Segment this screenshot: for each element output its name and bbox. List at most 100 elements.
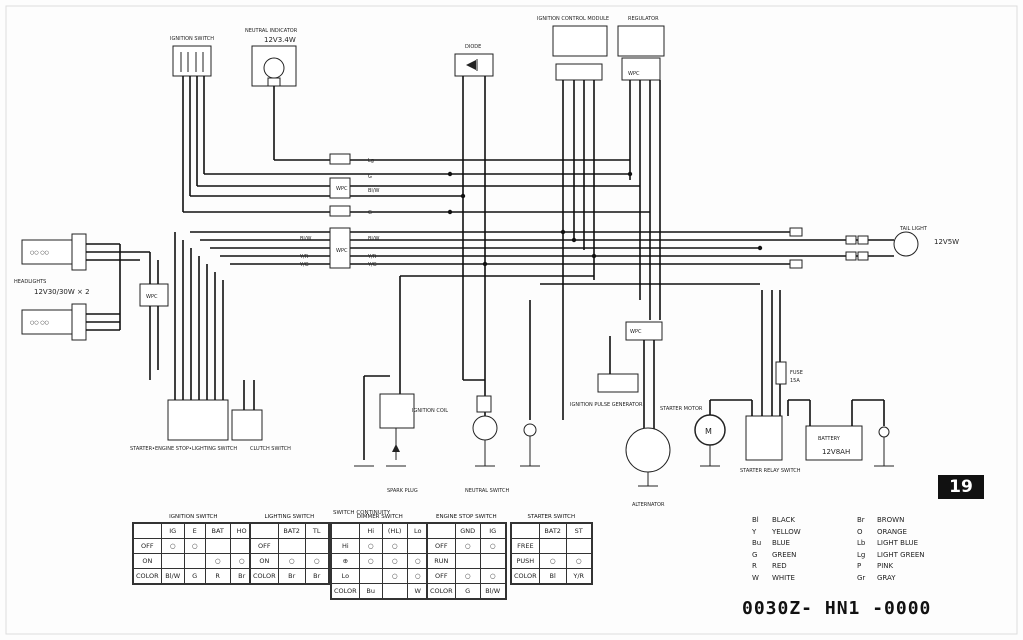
row-label: COLOR — [427, 583, 456, 599]
ignition-switch: IGNITION SWITCH — [170, 36, 214, 77]
legend-color: GRAY — [877, 573, 896, 582]
tail-light-rating: 12V5W — [934, 238, 959, 246]
col-header: GND — [454, 523, 481, 539]
legend-code: G — [752, 550, 758, 559]
switch-continuity-title: SWITCH CONTINUITY — [333, 510, 391, 516]
neutral-indicator: NEUTRAL INDICATOR 12V3.4W — [245, 28, 298, 87]
row-label: OFF — [250, 538, 279, 554]
connectors: WPC WPC Lg G Bl/W G Bl/W Y/R Y/G Bl/W Y/… — [299, 153, 380, 269]
legend-code: R — [752, 562, 757, 570]
tail-light: TAIL LIGHT 12V5W — [789, 226, 959, 269]
regulator-wpc: WPC — [628, 71, 640, 77]
neutral-indicator-label: NEUTRAL INDICATOR — [245, 28, 298, 34]
wpc-label-4: WPC — [630, 329, 642, 335]
svg-text:○○ ○○: ○○ ○○ — [30, 250, 49, 256]
col-header: BAT2 — [538, 523, 567, 539]
legend-code: Lb — [857, 539, 866, 547]
legend-color: RED — [772, 562, 787, 570]
tail-light-label: TAIL LIGHT — [899, 226, 928, 232]
wire-label-blw2: Bl/W — [368, 236, 380, 242]
table-title: STARTER SWITCH — [527, 514, 576, 520]
ignition-coil-label: IGNITION COIL — [412, 408, 448, 414]
cell: Y/R — [565, 568, 592, 584]
headlights-rating: 12V30/30W × 2 — [34, 288, 90, 296]
page-number-badge: 19 — [938, 475, 984, 499]
wire-label-yr: Y/R — [367, 254, 377, 260]
wpc-label-2: WPC — [336, 248, 348, 254]
wire-label-yr2: Y/R — [299, 254, 309, 260]
row-label: COLOR — [133, 568, 162, 584]
col-header: IG — [160, 523, 185, 539]
cell: G — [454, 583, 481, 599]
regulator-label: REGULATOR — [628, 16, 659, 22]
table-title: DIMMER SWITCH — [356, 514, 403, 520]
fuse-rating: 15A — [790, 378, 800, 384]
legend-color: WHITE — [772, 573, 795, 582]
wire-label-g: G — [368, 174, 372, 180]
legend-color: BLACK — [772, 516, 796, 524]
cell: Bl/W — [479, 583, 506, 599]
cell: R — [204, 568, 231, 584]
legend-color: LIGHT BLUE — [877, 539, 919, 547]
ignition-switch-label: IGNITION SWITCH — [170, 36, 214, 42]
col-header: BAT — [204, 523, 231, 539]
table-title: ENGINE STOP SWITCH — [436, 514, 497, 520]
legend-code: Bu — [752, 539, 762, 547]
cell: Bl/W — [160, 568, 185, 584]
neutral-switch-label: NEUTRAL SWITCH — [465, 488, 510, 494]
row-label: COLOR — [331, 583, 360, 599]
starter-relay-switch: STARTER RELAY SWITCH FUSE 15A — [740, 290, 803, 474]
row-label: COLOR — [511, 568, 540, 584]
starter-engine-stop-lighting-switch: STARTER•ENGINE STOP•LIGHTING SWITCH CLUT… — [130, 232, 291, 452]
legend-code: Br — [857, 516, 865, 524]
cell: G — [183, 568, 206, 584]
part-code: 0030Z- HN1 -0000 — [742, 598, 932, 619]
legend-color: GREEN — [772, 550, 797, 559]
battery-label: BATTERY — [818, 436, 841, 442]
legend-color: BLUE — [772, 539, 790, 547]
cell: Bu — [358, 583, 383, 599]
wpc-label-1: WPC — [336, 186, 348, 192]
row-label: RUN — [427, 553, 456, 569]
legend-code: Lg — [857, 550, 866, 559]
row-label: ON — [250, 553, 279, 569]
col-header: (HL) — [381, 523, 408, 539]
legend-color: YELLOW — [772, 527, 801, 536]
ignition-pulse-generator: IGNITION PULSE GENERATOR — [570, 336, 643, 408]
neutral-switch: NEUTRAL SWITCH — [462, 300, 510, 494]
pulse-generator-label: IGNITION PULSE GENERATOR — [570, 402, 643, 408]
row-label: COLOR — [250, 568, 279, 584]
table-title: IGNITION SWITCH — [169, 514, 218, 520]
row-label: Lo — [331, 568, 360, 584]
alternator: WPC ALTERNATOR — [625, 321, 671, 508]
battery: BATTERY 12V8AH — [787, 399, 894, 467]
svg-text:○○ ○○: ○○ ○○ — [30, 320, 49, 326]
neutral-indicator-rating: 12V3.4W — [264, 36, 296, 44]
table-title: LIGHTING SWITCH — [264, 514, 315, 520]
fuse-label: FUSE — [790, 370, 803, 376]
legend-color: BROWN — [877, 516, 905, 524]
ignition-coil: IGNITION COIL SPARK PLUG — [354, 276, 448, 494]
starter-motor-label: STARTER MOTOR — [660, 406, 703, 412]
cell: Br — [277, 568, 306, 584]
wpc-label-3: WPC — [146, 294, 158, 300]
battery-rating: 12V8AH — [822, 448, 850, 456]
row-label: PUSH — [511, 553, 540, 569]
alternator-label: ALTERNATOR — [632, 502, 665, 508]
wire-label-lg: Lg — [368, 158, 374, 164]
wire-label-g2: G — [368, 210, 372, 216]
ground-probe — [520, 300, 540, 467]
cell: Br — [304, 568, 329, 584]
wire-label-yg: Y/G — [367, 262, 377, 268]
row-label: FREE — [511, 538, 540, 554]
diode-label: DIODE — [465, 44, 481, 50]
legend-color: PINK — [877, 562, 894, 570]
legend-code: Gr — [857, 573, 866, 582]
